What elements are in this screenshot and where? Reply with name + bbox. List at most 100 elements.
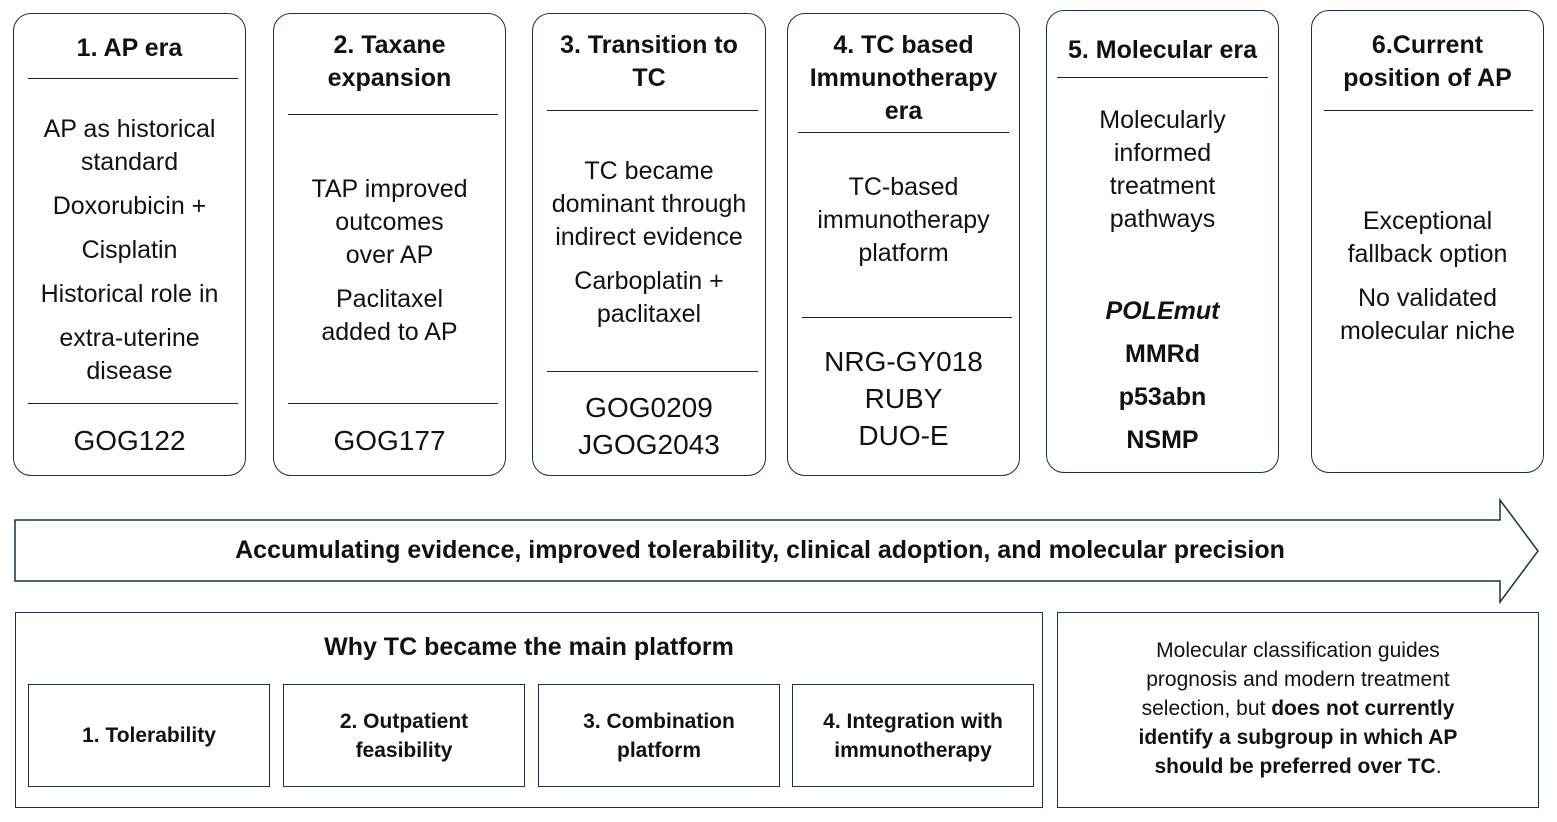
point-line: treatment	[1109, 172, 1216, 200]
stage-card-molecular-era: 5. Molecular era Molecularly informed tr…	[1046, 10, 1279, 473]
why-tc-title: Why TC became the main platform	[324, 633, 734, 661]
note-emphasis: does not currently	[1271, 697, 1455, 720]
arrow-shape	[14, 497, 1539, 605]
stage-title-line: 4. TC based	[833, 31, 974, 59]
trial-name: GOG0209	[585, 392, 713, 423]
stage-points: AP as historical standard Doxorubicin + …	[14, 113, 245, 388]
point-line: Carboplatin +	[574, 267, 724, 295]
point-line: TAP improved	[311, 175, 468, 203]
note-line: Molecular classification guides	[1058, 636, 1538, 665]
why-tc-panel: Why TC became the main platform 1. Toler…	[15, 612, 1043, 808]
point-line: molecular niche	[1339, 317, 1516, 345]
reason-label: immunotherapy	[834, 738, 992, 762]
reason-outpatient-feasibility: 2. Outpatient feasibility	[283, 684, 525, 787]
divider	[28, 78, 238, 79]
stage-title-line: Immunotherapy	[809, 64, 998, 92]
point-line: Doxorubicin +	[52, 192, 207, 220]
stage-title-line: era	[884, 97, 923, 125]
point-line: Historical role in	[40, 280, 219, 308]
point-line: added to AP	[321, 318, 458, 346]
point-line: platform	[858, 239, 949, 267]
reason-integration-immunotherapy: 4. Integration with immunotherapy	[792, 684, 1034, 787]
point-line: paclitaxel	[596, 300, 702, 328]
point-line: informed	[1113, 139, 1212, 167]
molecular-note-text: Molecular classification guides prognosi…	[1058, 636, 1538, 781]
point-line: outcomes	[335, 208, 444, 236]
stage-card-taxane-expansion: 2. Taxane expansion TAP improved outcome…	[273, 13, 506, 476]
molecular-note-panel: Molecular classification guides prognosi…	[1057, 612, 1539, 808]
reason-combination-platform: 3. Combination platform	[538, 684, 780, 787]
point-line: immunotherapy	[817, 206, 990, 234]
point-line: over AP	[345, 241, 434, 269]
point-line: TC-based	[848, 173, 959, 201]
point-line: Molecularly	[1099, 106, 1226, 134]
reason-label: 4. Integration with	[823, 709, 1003, 733]
note-line: prognosis and modern treatment	[1058, 665, 1538, 694]
divider	[288, 114, 498, 115]
note-text: Molecular classification guides	[1156, 639, 1440, 662]
divider	[1324, 110, 1533, 111]
stage-title-line: 1. AP era	[76, 34, 183, 62]
point-line: AP as historical	[43, 115, 216, 143]
divider	[547, 371, 758, 372]
point-line: Cisplatin	[81, 236, 178, 264]
divider	[798, 132, 1009, 133]
stage-points: Exceptional fallback option No validated…	[1312, 205, 1543, 348]
point-line: pathways	[1109, 205, 1216, 233]
trial-name: NRG-GY018	[824, 346, 983, 377]
stage-title: 5. Molecular era	[1047, 34, 1278, 67]
note-text: prognosis and modern treatment	[1146, 668, 1450, 691]
stage-title: 6.Current position of AP	[1312, 29, 1543, 95]
point-line: extra-uterine	[59, 324, 200, 352]
stage-title: 2. Taxane expansion	[274, 29, 505, 95]
stage-title-line: position of AP	[1343, 64, 1512, 92]
point-line: Paclitaxel	[336, 285, 443, 313]
trial-list: NRG-GY018 RUBY DUO-E	[788, 343, 1019, 454]
point-line: disease	[86, 357, 173, 385]
divider	[1057, 77, 1268, 78]
stage-card-current-position-of-ap: 6.Current position of AP Exceptional fal…	[1311, 10, 1544, 473]
stage-title: 3. Transition to TC	[533, 29, 765, 95]
stage-points: TC became dominant through indirect evid…	[533, 155, 765, 331]
subgroup-label: p53abn	[1118, 383, 1207, 411]
point-line: dominant through	[551, 190, 747, 218]
stage-card-transition-to-tc: 3. Transition to TC TC became dominant t…	[532, 13, 766, 476]
point-line: indirect evidence	[555, 223, 743, 251]
divider	[288, 403, 498, 404]
trial-name: GOG177	[333, 425, 446, 456]
stage-title-line: TC	[632, 64, 666, 92]
point-line: standard	[80, 148, 179, 176]
point-line: fallback option	[1347, 240, 1508, 268]
stage-title-line: 2. Taxane	[333, 31, 446, 59]
note-emphasis: should be preferred over TC	[1154, 755, 1436, 778]
divider	[28, 403, 238, 404]
subgroup-label: MMRd	[1125, 340, 1200, 368]
point-line: No validated	[1358, 284, 1497, 312]
note-line: should be preferred over TC.	[1058, 752, 1538, 781]
arrow-label: Accumulating evidence, improved tolerabi…	[235, 536, 1285, 564]
point-line: Exceptional	[1362, 207, 1493, 235]
note-emphasis: identify a subgroup in which AP	[1138, 726, 1458, 749]
stage-title-line: expansion	[327, 64, 452, 92]
stage-points: Molecularly informed treatment pathways	[1047, 104, 1278, 236]
note-line: identify a subgroup in which AP	[1058, 723, 1538, 752]
trial-list: GOG177	[274, 422, 505, 459]
trial-name: GOG122	[73, 425, 186, 456]
note-text: .	[1435, 755, 1442, 778]
divider	[547, 110, 758, 111]
note-text: selection, but	[1141, 697, 1272, 720]
stage-title: 1. AP era	[14, 32, 245, 65]
trial-name: RUBY	[864, 383, 943, 414]
reason-label: 1. Tolerability	[82, 724, 216, 747]
stage-card-ap-era: 1. AP era AP as historical standard Doxo…	[13, 13, 246, 476]
stage-card-tc-immunotherapy-era: 4. TC based Immunotherapy era TC-based i…	[787, 13, 1020, 476]
reason-label: 2. Outpatient	[339, 709, 469, 733]
reason-label: platform	[617, 738, 701, 762]
stage-title-line: 3. Transition to	[560, 31, 738, 59]
divider	[802, 317, 1012, 318]
subgroup-label: POLEmut	[1105, 297, 1220, 325]
trial-list: GOG122	[14, 422, 245, 459]
trial-name: JGOG2043	[578, 429, 720, 460]
point-line: TC became	[584, 157, 714, 185]
